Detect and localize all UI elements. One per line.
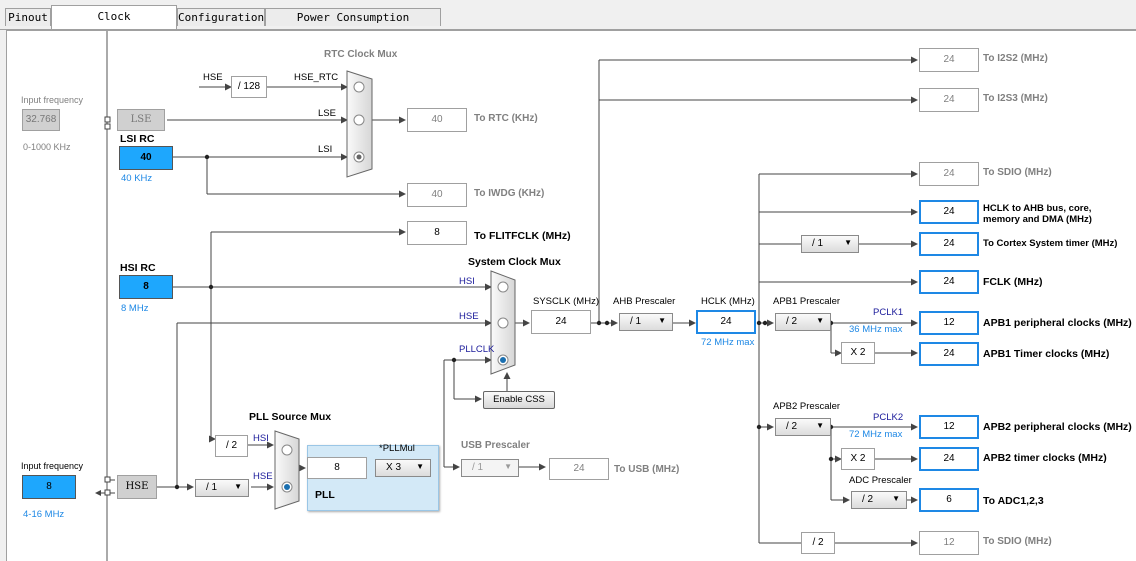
apb1-timer-multiplier: X 2 [841, 342, 875, 364]
flitfclk-output-value: 8 [407, 221, 467, 245]
sys-mux-title: System Clock Mux [468, 256, 561, 268]
iwdg-output-label: To IWDG (KHz) [474, 188, 545, 199]
hsi-title: HSI RC [120, 262, 156, 274]
apb2-timer-output-value[interactable]: 24 [919, 447, 979, 471]
flitfclk-output-label: To FLITFCLK (MHz) [474, 230, 571, 242]
rtc-mux-title: RTC Clock Mux [324, 49, 398, 60]
sdio-output-value: 24 [919, 162, 979, 186]
pll-label: PLL [315, 489, 335, 501]
lsi-title: LSI RC [120, 133, 155, 145]
fclk-output-label: FCLK (MHz) [983, 276, 1043, 288]
hclk-ahb-output-label-2: memory and DMA (MHz) [983, 214, 1092, 225]
sys-mux-pllclk-label: PLLCLK [459, 344, 495, 355]
apb2-prescaler-select[interactable]: / 2▼ [775, 418, 831, 436]
hse-range: 4-16 MHz [23, 509, 65, 520]
apb1-timer-output-label: APB1 Timer clocks (MHz) [983, 348, 1110, 360]
rtc-output-label: To RTC (KHz) [474, 113, 538, 124]
rtc-lse-label: LSE [318, 108, 336, 119]
lse-block: LSE [117, 109, 165, 131]
clock-tree-wires [95, 31, 918, 561]
hse-block: HSE [117, 475, 157, 499]
hse-prediv-select[interactable]: / 1▼ [195, 479, 249, 497]
sys-mux-hse-label: HSE [459, 311, 479, 322]
hsi-freq: 8 MHz [121, 303, 149, 314]
sdio2-output-label: To SDIO (MHz) [983, 536, 1052, 547]
i2s3-output-value: 24 [919, 88, 979, 112]
pll-src-hse-label: HSE [253, 471, 273, 482]
hclk-ahb-output-value[interactable]: 24 [919, 200, 979, 224]
apb2-prescaler-label: APB2 Prescaler [773, 401, 841, 412]
cortex-output-label: To Cortex System timer (MHz) [983, 238, 1118, 249]
apb1-prescaler-select[interactable]: / 2▼ [775, 313, 831, 331]
pclk1-max: 36 MHz max [849, 324, 903, 335]
pll-hsi-div: / 2 [215, 435, 248, 457]
ahb-prescaler-select[interactable]: / 1▼ [619, 313, 673, 331]
apb1-periph-output-value[interactable]: 12 [919, 311, 979, 335]
usb-prescaler-label: USB Prescaler [461, 440, 530, 451]
i2s2-output-label: To I2S2 (MHz) [983, 53, 1048, 64]
pclk1-label: PCLK1 [873, 307, 904, 318]
iwdg-output-value: 40 [407, 183, 467, 207]
hclk-label: HCLK (MHz) [701, 296, 755, 307]
pll-src-hsi-label: HSI [253, 433, 269, 444]
cortex-timer-divider-select[interactable]: / 1▼ [801, 235, 859, 253]
fclk-output-value[interactable]: 24 [919, 270, 979, 294]
tab-power-consumption[interactable]: Power Consumption Calculator [265, 8, 441, 42]
tab-bar: Pinout Clock Configuration Configuration… [0, 0, 1136, 45]
rtc-hse-label: HSE [203, 72, 223, 83]
apb2-timer-multiplier: X 2 [841, 448, 875, 470]
tab-configuration[interactable]: Configuration [177, 8, 265, 26]
usb-output-value: 24 [549, 458, 609, 480]
clock-tree-canvas: Input frequency 32.768 0-1000 KHz LSE LS… [6, 30, 1136, 561]
i2s2-output-value: 24 [919, 48, 979, 72]
sdio2-output-value: 12 [919, 531, 979, 555]
pll-mul-label: *PLLMul [379, 443, 415, 454]
apb2-periph-output-value[interactable]: 12 [919, 415, 979, 439]
adc-prescaler-select[interactable]: / 2▼ [851, 491, 907, 509]
cortex-output-value[interactable]: 24 [919, 232, 979, 256]
pclk2-max: 72 MHz max [849, 429, 903, 440]
pclk2-label: PCLK2 [873, 412, 904, 423]
adc-output-value[interactable]: 6 [919, 488, 979, 512]
apb2-periph-output-label: APB2 peripheral clocks (MHz) [983, 421, 1132, 433]
hsi-value: 8 [119, 275, 173, 299]
sys-mux-hsi-label: HSI [459, 276, 475, 287]
apb1-prescaler-label: APB1 Prescaler [773, 296, 841, 307]
hse-input-label: Input frequency [21, 461, 84, 471]
tab-clock-configuration[interactable]: Clock Configuration [51, 5, 177, 45]
hse-input-field[interactable]: 8 [22, 475, 76, 499]
apb1-periph-output-label: APB1 peripheral clocks (MHz) [983, 317, 1132, 329]
usb-prescaler-select[interactable]: / 1▼ [461, 459, 519, 477]
apb2-timer-output-label: APB2 timer clocks (MHz) [983, 452, 1107, 464]
usb-output-label: To USB (MHz) [614, 464, 680, 475]
adc-prescaler-label: ADC Prescaler [849, 475, 912, 486]
hclk-max: 72 MHz max [701, 337, 755, 348]
tab-pinout[interactable]: Pinout [5, 8, 51, 26]
apb1-timer-output-value[interactable]: 24 [919, 342, 979, 366]
rtc-lsi-label: LSI [318, 144, 333, 155]
sysclk-value[interactable]: 24 [531, 310, 591, 334]
rtc-output-value: 40 [407, 108, 467, 132]
sysclk-label: SYSCLK (MHz) [533, 296, 599, 307]
rtc-hse-rtc-label: HSE_RTC [294, 72, 339, 83]
sdio-output-label: To SDIO (MHz) [983, 167, 1052, 178]
enable-css-button[interactable]: Enable CSS [483, 391, 555, 409]
rtc-hse-div: / 128 [231, 76, 267, 98]
pll-mul-select[interactable]: X 3▼ [375, 459, 431, 477]
lsi-value: 40 [119, 146, 173, 170]
ahb-prescaler-label: AHB Prescaler [613, 296, 676, 307]
pll-source-mux-title: PLL Source Mux [249, 411, 332, 423]
lse-input-field[interactable]: 32.768 [22, 109, 60, 131]
pll-input-value: 8 [307, 457, 367, 479]
sdio2-divider: / 2 [801, 532, 835, 554]
lse-range: 0-1000 KHz [23, 142, 71, 152]
adc-output-label: To ADC1,2,3 [983, 495, 1044, 507]
lsi-freq: 40 KHz [121, 173, 153, 184]
i2s3-output-label: To I2S3 (MHz) [983, 93, 1048, 104]
hclk-value[interactable]: 24 [696, 310, 756, 334]
lse-input-label: Input frequency [21, 95, 84, 105]
hclk-ahb-output-label-1: HCLK to AHB bus, core, [983, 203, 1092, 214]
